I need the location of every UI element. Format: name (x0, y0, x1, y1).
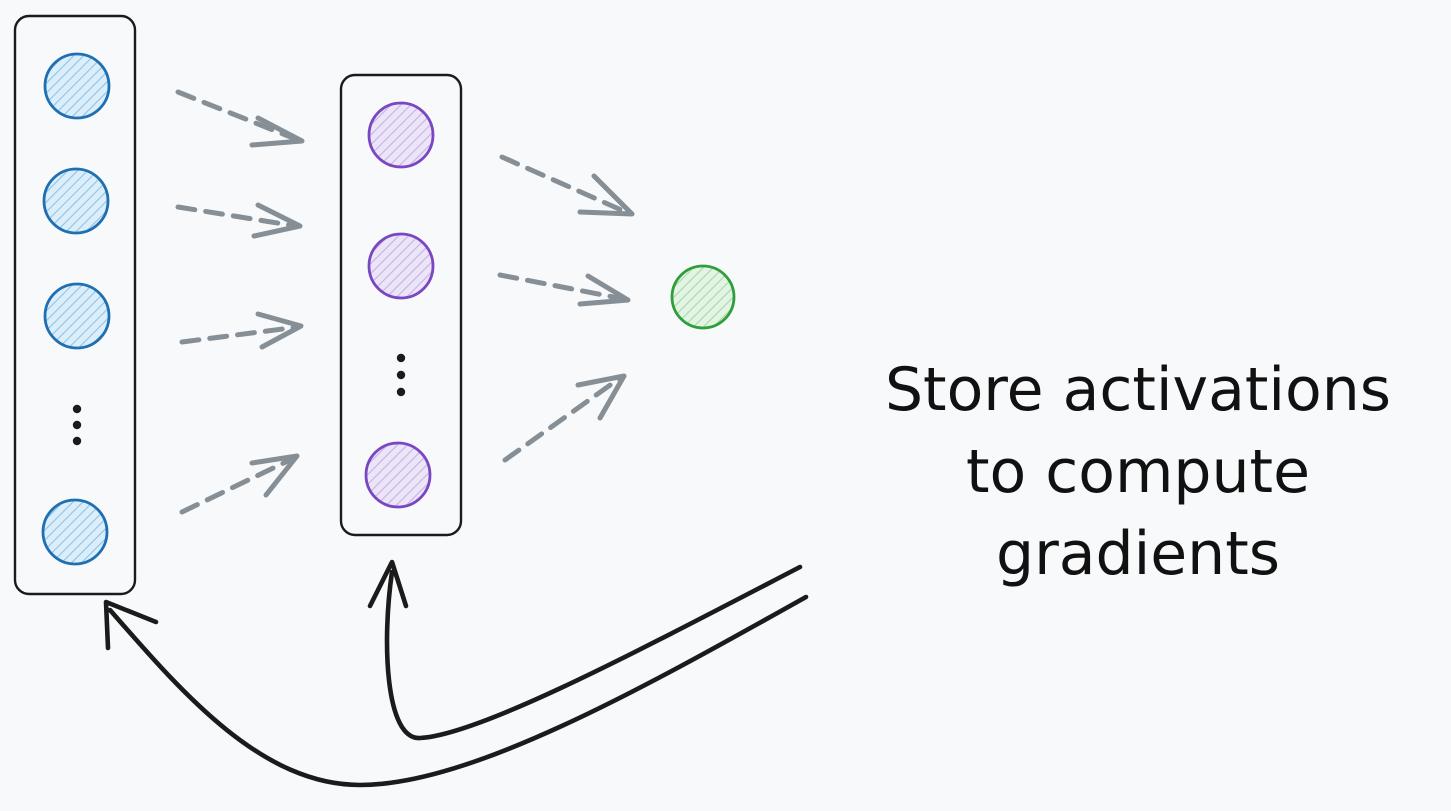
curved-arrow-icon (367, 559, 803, 741)
dashed-arrow-icon (497, 272, 631, 307)
vertical-ellipsis-icon (72, 404, 82, 446)
caption-line-3: gradients (996, 519, 1280, 589)
input-neuron (43, 52, 111, 120)
hidden-neuron (364, 441, 432, 509)
curved-arrow-icon (103, 594, 809, 788)
dashed-arrow-icon (175, 89, 305, 148)
caption-line-1: Store activations (885, 355, 1391, 425)
caption-line-2: to compute (966, 437, 1310, 507)
backward-arrows (103, 559, 809, 788)
vertical-ellipsis-icon (396, 353, 406, 397)
forward-arrows-input-to-hidden (175, 89, 305, 515)
dashed-arrow-icon (499, 154, 635, 217)
dashed-arrow-icon (179, 453, 300, 515)
hidden-neuron (367, 232, 435, 300)
input-neuron (41, 498, 109, 566)
dashed-arrow-icon (175, 202, 303, 239)
input-neuron (42, 167, 110, 235)
dashed-arrow-icon (502, 373, 627, 463)
hidden-layer (339, 73, 463, 537)
caption: Store activations to compute gradients (885, 355, 1391, 589)
dashed-arrow-icon (179, 311, 304, 350)
hidden-layer-box (339, 73, 463, 537)
hidden-neuron (367, 101, 435, 169)
forward-arrows-hidden-to-output (497, 154, 635, 463)
output-neuron (670, 264, 736, 330)
input-neuron (43, 282, 111, 350)
input-layer-box (13, 14, 137, 596)
input-layer (13, 14, 137, 596)
